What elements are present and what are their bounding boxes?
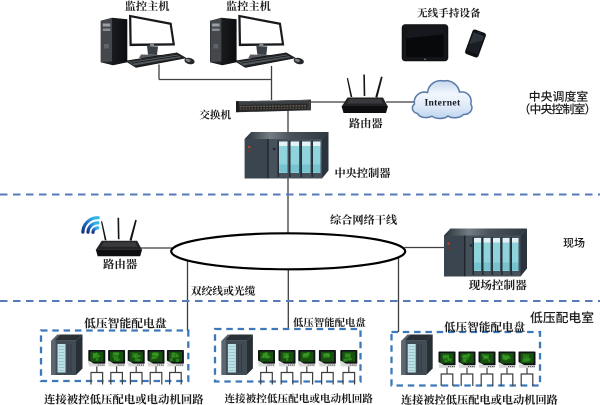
svg-text:Internet: Internet (425, 97, 461, 108)
